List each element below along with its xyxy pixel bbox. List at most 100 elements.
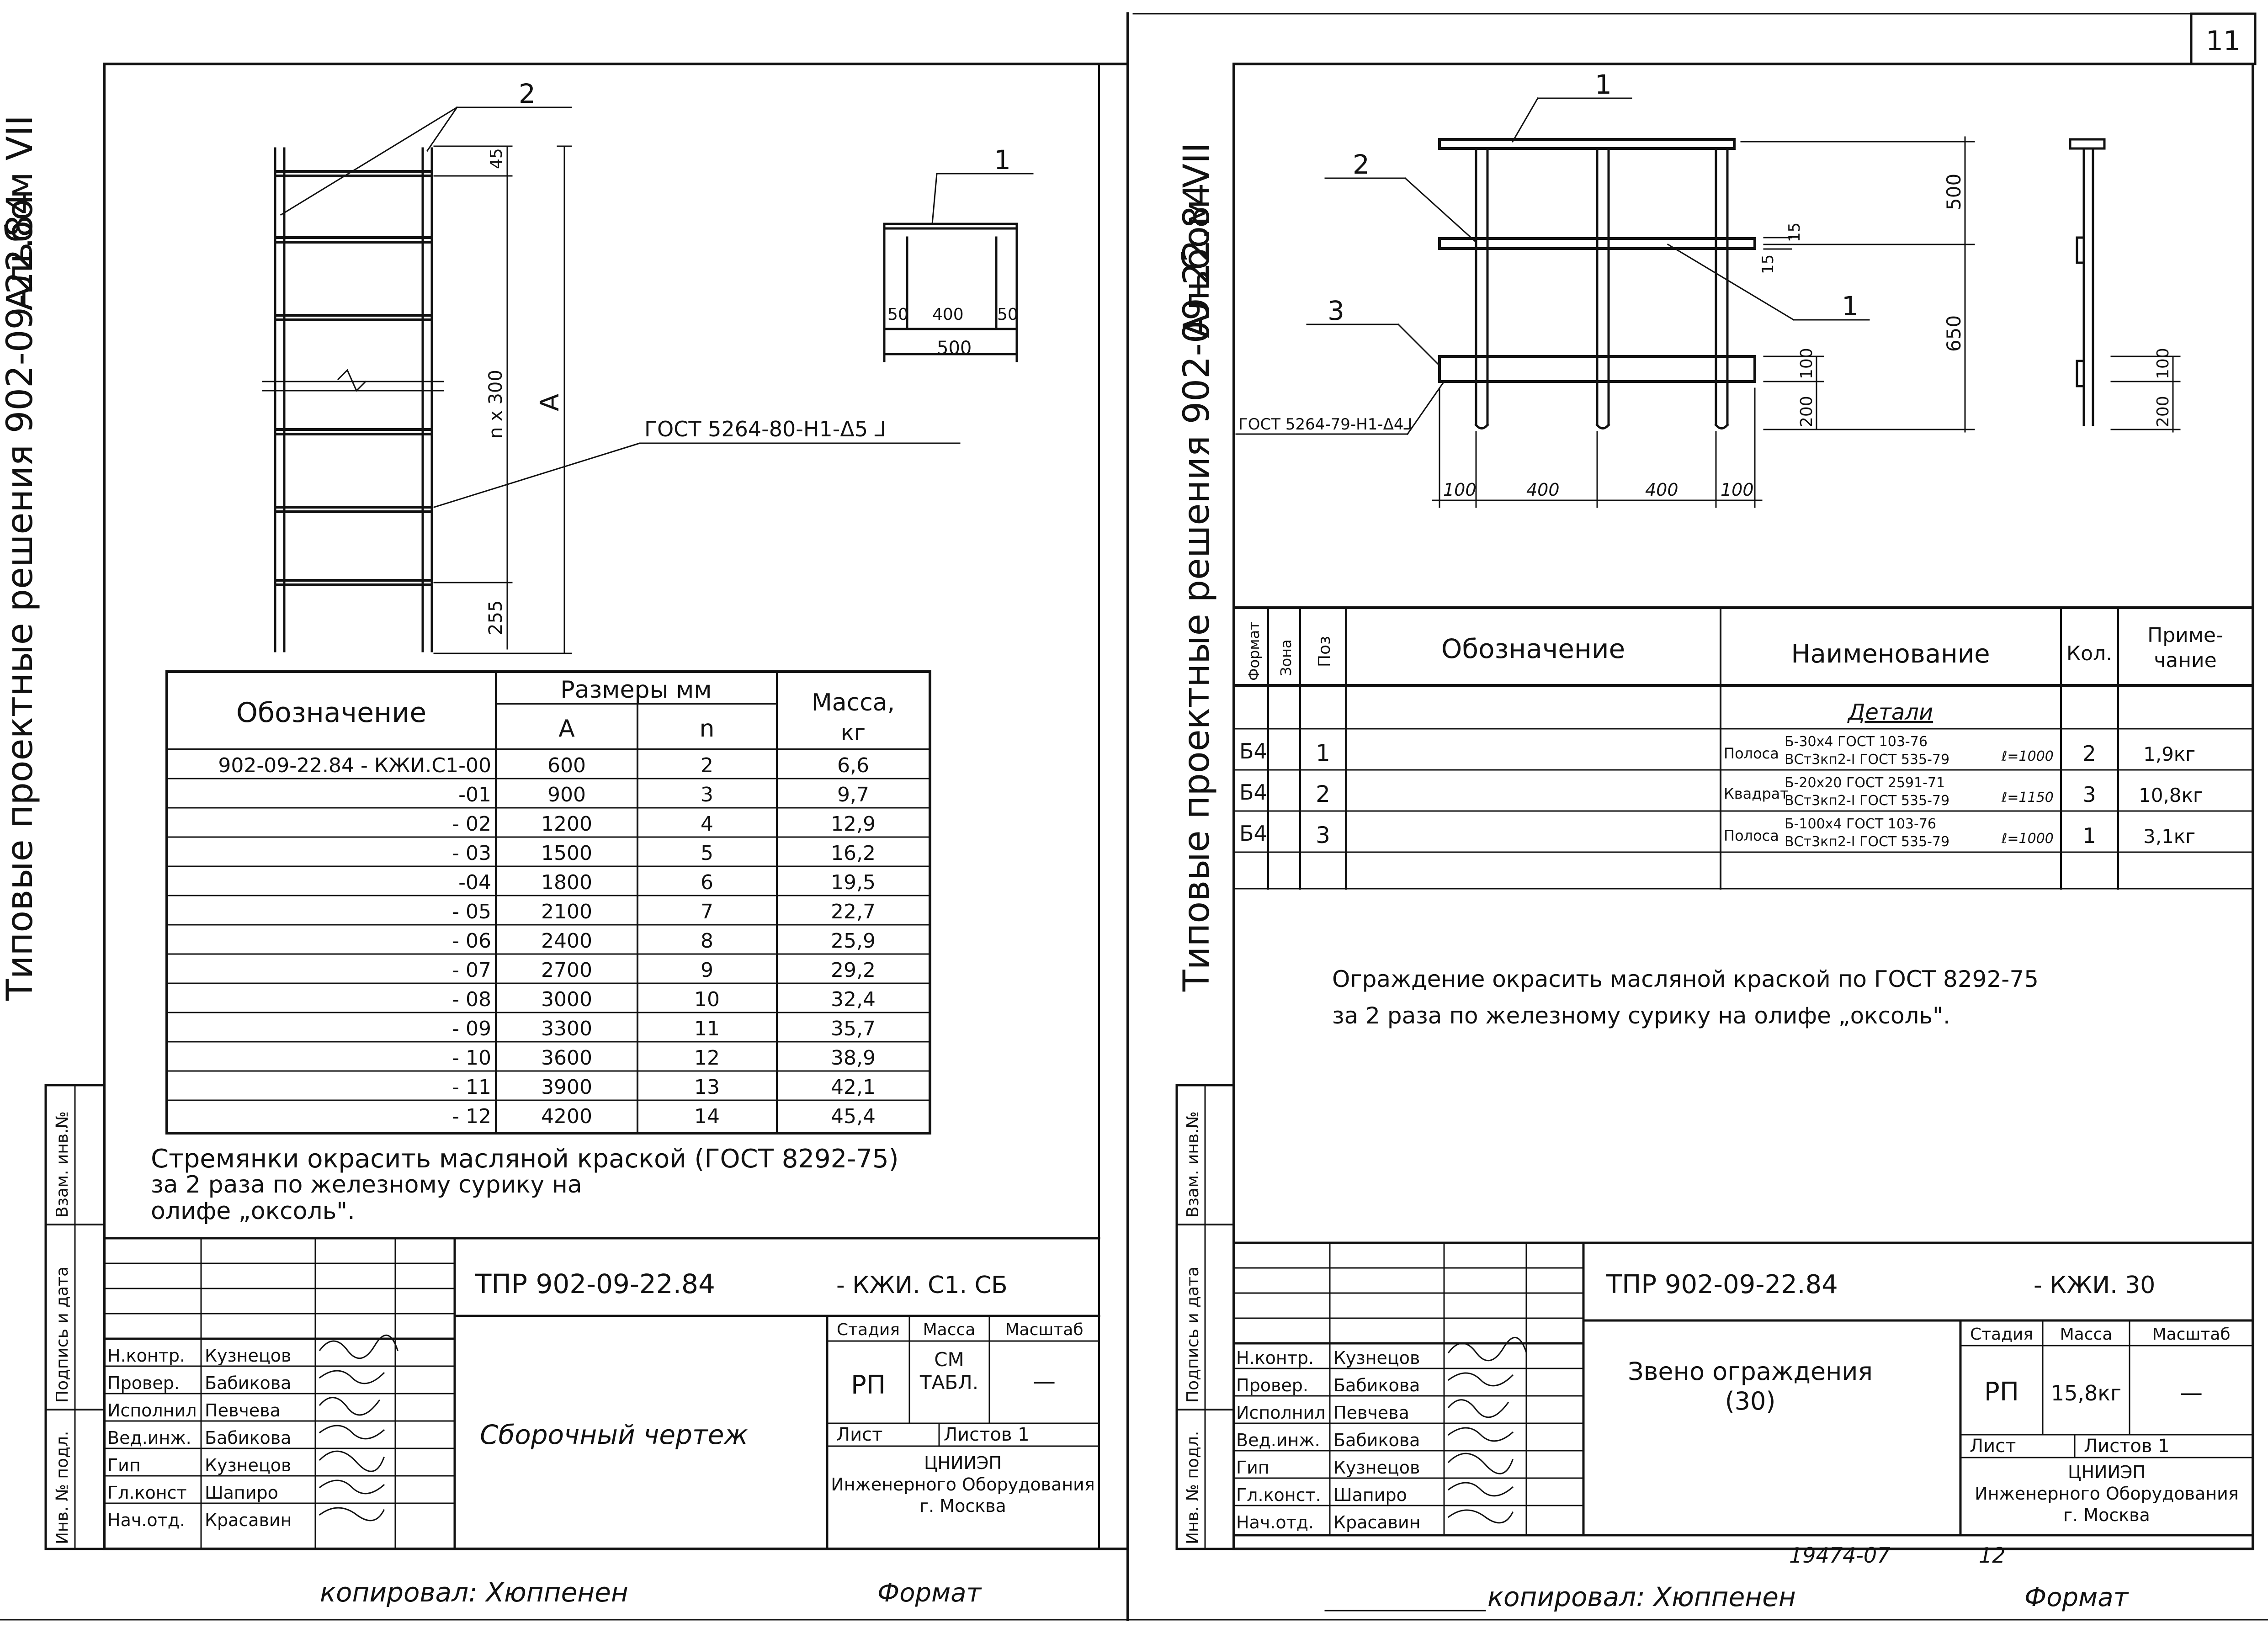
spec-row-pos: 2 — [1316, 781, 1330, 807]
right-drawing-title1: Звено ограждения — [1628, 1357, 1873, 1386]
stamp-role: Провер. — [1236, 1375, 1308, 1395]
right-org2: Инженерного Оборудования — [1975, 1484, 2238, 1504]
right-callout-2: 2 — [1353, 149, 1370, 180]
stamp-role: Вед.инж. — [107, 1428, 191, 1448]
table-row-mass: 25,9 — [831, 929, 876, 953]
spec-h-format: Формат — [1245, 621, 1263, 681]
left-dim-255: 255 — [485, 600, 506, 635]
table-row-n: 6 — [701, 871, 713, 894]
table-row-mass: 35,7 — [831, 1017, 876, 1040]
left-scale: — — [1033, 1368, 1056, 1394]
spec-row-qty: 1 — [2082, 823, 2096, 848]
right-side-dim-100: 100 — [2154, 348, 2172, 379]
table-row-n: 4 — [701, 812, 713, 836]
spec-row-format: Б4 — [1239, 780, 1267, 805]
left-doc-code: ТПР 902-09-22.84 — [475, 1268, 715, 1299]
spec-row-qty: 3 — [2082, 782, 2096, 807]
table-row-n: 3 — [701, 783, 713, 806]
right-dim-15b: 15 — [1759, 254, 1777, 274]
spec-row-bottom: ВСт3кп2-I ГОСТ 535-79 — [1785, 834, 1949, 850]
right-stage-h: Стадия — [1970, 1325, 2033, 1344]
stamp-name: Кузнецов — [1333, 1348, 1420, 1368]
table-row-des: - 09 — [452, 1017, 491, 1040]
right-side-series: Типовые проектные решения 902-09-22.84 — [1176, 183, 1217, 992]
right-format: Формат — [2024, 1583, 2129, 1612]
table-row-n: 12 — [694, 1046, 720, 1070]
table-row-n: 11 — [694, 1017, 720, 1040]
table-row-des: -01 — [458, 783, 491, 806]
left-org2: Инженерного Оборудования — [831, 1474, 1094, 1495]
stamp-name: Бабикова — [1333, 1430, 1420, 1450]
table-row-A: 3300 — [541, 1017, 592, 1040]
right-dim-650: 650 — [1943, 315, 1965, 352]
stamp-role: Гип — [107, 1455, 141, 1475]
left-copied: копировал: Хюппенен — [320, 1577, 628, 1608]
table-row-des: - 03 — [452, 842, 491, 865]
left-strip-vzam: Взам. инв.№ — [53, 1111, 72, 1218]
spec-section-details: Детали — [1847, 700, 1933, 725]
table-row-n: 2 — [701, 754, 713, 777]
spec-row-bottom: ВСт3кп2-I ГОСТ 535-79 — [1785, 752, 1949, 768]
left-table-h-mass: Масса, — [812, 689, 895, 716]
right-gost-weld: ГОСТ 5264-79-Н1-Δ4⅃ — [1238, 415, 1412, 434]
right-dim-bottom-400a: 400 — [1526, 480, 1560, 500]
spec-row-length: ℓ=1150 — [2001, 790, 2054, 806]
left-dim-500: 500 — [937, 338, 972, 359]
left-side-series: Типовые проектные решения 902-09-22.84 — [0, 192, 41, 1001]
table-row-A: 900 — [547, 783, 586, 806]
spec-row-prefix: Полоса — [1724, 745, 1779, 762]
table-row-n: 9 — [701, 959, 713, 982]
table-row-mass: 19,5 — [831, 871, 876, 894]
right-sheet: Лист — [1970, 1436, 2016, 1457]
spec-row-pos: 1 — [1316, 740, 1330, 766]
spec-h-note1: Приме- — [2147, 624, 2223, 647]
right-org1: ЦНИИЭП — [2068, 1462, 2146, 1482]
left-mass-2: ТАБЛ. — [919, 1371, 978, 1394]
right-dim-bottom-400b: 400 — [1645, 480, 1678, 500]
table-row-A: 1200 — [541, 812, 592, 836]
left-dim-50b: 50 — [997, 305, 1018, 324]
stamp-role: Гл.конст. — [1236, 1485, 1321, 1505]
left-strip-inv: Инв. № подл. — [53, 1431, 72, 1544]
table-row-mass: 16,2 — [831, 842, 876, 865]
left-callout-2: 2 — [519, 78, 536, 109]
table-row-A: 3000 — [541, 988, 592, 1011]
left-dim-45: 45 — [487, 148, 506, 169]
table-row-des: - 07 — [452, 959, 491, 982]
right-doc-suffix: - КЖИ. 30 — [2034, 1272, 2155, 1299]
left-dim-400: 400 — [932, 305, 964, 324]
left-sheet: Лист — [836, 1424, 882, 1445]
left-gost-weld: ГОСТ 5264-80-Н1-Δ5 ⅃ — [644, 417, 886, 441]
stamp-role: Исполнил — [107, 1400, 197, 1421]
right-strip-vzam: Взам. инв.№ — [1184, 1111, 1202, 1218]
left-table-h-n: n — [700, 715, 715, 742]
left-dim-A: A — [535, 394, 565, 411]
stamp-name: Кузнецов — [205, 1346, 291, 1366]
spec-row-format: Б4 — [1239, 739, 1267, 763]
spec-h-designation: Обозначение — [1441, 633, 1625, 664]
table-row-n: 14 — [694, 1105, 720, 1128]
page-number: 11 — [2206, 25, 2241, 57]
table-row-mass: 9,7 — [837, 783, 869, 806]
right-scale: — — [2180, 1379, 2203, 1406]
left-mass-h: Масса — [923, 1320, 976, 1339]
spec-row-note: 10,8кг — [2139, 784, 2203, 806]
table-row-A: 2700 — [541, 959, 592, 982]
spec-row-bottom: ВСт3кп2-I ГОСТ 535-79 — [1785, 793, 1949, 809]
right-copied: копировал: Хюппенен — [1487, 1581, 1796, 1612]
stamp-role: Гип — [1236, 1458, 1269, 1478]
stamp-role: Вед.инж. — [1236, 1430, 1320, 1450]
stamp-name: Бабикова — [205, 1428, 291, 1448]
left-stage: РП — [851, 1370, 886, 1400]
stamp-role: Исполнил — [1236, 1403, 1326, 1423]
left-drawing-title: Сборочный чертеж — [480, 1419, 748, 1450]
right-callout-1a: 1 — [1595, 69, 1612, 100]
spec-row-top: Б-30х4 ГОСТ 103-76 — [1785, 734, 1928, 750]
table-row-n: 13 — [694, 1076, 720, 1099]
right-dim-200: 200 — [1797, 396, 1816, 427]
table-row-A: 1500 — [541, 842, 592, 865]
left-callout-1: 1 — [994, 144, 1011, 175]
left-note-line3: олифе „оксоль". — [151, 1198, 355, 1225]
spec-row-qty: 2 — [2082, 741, 2096, 766]
table-row-des: - 06 — [452, 929, 491, 953]
